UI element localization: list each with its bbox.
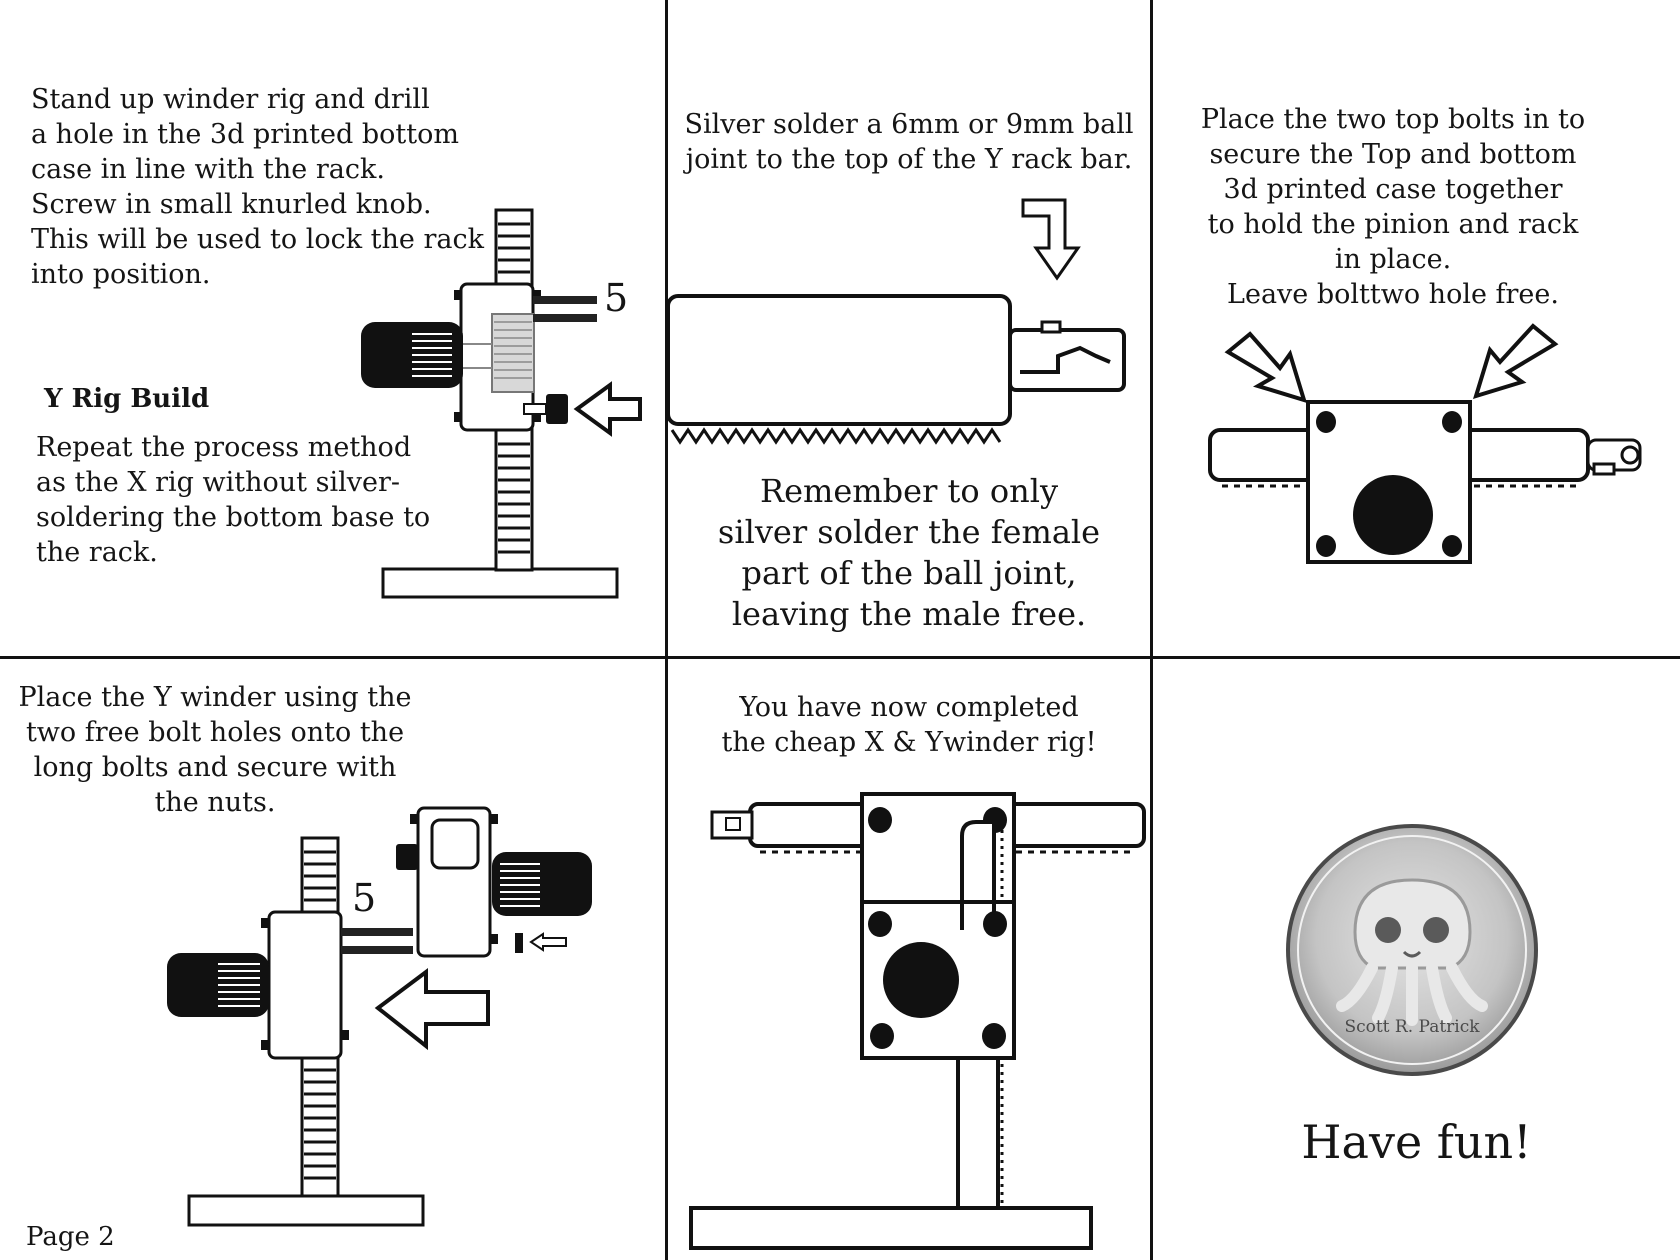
rack-bar-ball-joint-diagram [666, 198, 1126, 445]
mount-y-winder-diagram [167, 806, 592, 1227]
y-winder-diagram [361, 208, 642, 599]
divider-vertical-right [1150, 0, 1153, 1260]
panel-1-repeat-text: Repeat the process method as the X rig w… [36, 432, 431, 568]
panel-2-instruction: Silver solder a 6mm or 9mm ball joint to… [684, 109, 1134, 175]
completed-rig-diagram [689, 792, 1146, 1250]
section-title: Y Rig Build [44, 384, 210, 414]
divider-vertical-left [665, 0, 668, 1260]
page-number: Page 2 [26, 1222, 115, 1252]
panel-3-instruction: Place the two top bolts in to secure the… [1200, 104, 1586, 310]
panel-5-instruction: You have now completed the cheap X & Ywi… [721, 692, 1097, 758]
panel-1-instruction: Stand up winder rig and drill a hole in … [31, 84, 484, 290]
panel-1-label-number: 5 [604, 276, 629, 320]
logo-signature: Scott R. Patrick [1344, 1017, 1480, 1037]
panel-4-instruction: Place the Y winder using the two free bo… [18, 682, 412, 818]
top-bottom-case-diagram [1208, 323, 1642, 564]
panel-2-note: Remember to only silver solder the femal… [717, 472, 1101, 633]
closing-text: Have fun! [1301, 1115, 1532, 1169]
divider-horizontal [0, 656, 1680, 659]
panel-4-label-number: 5 [352, 876, 377, 920]
